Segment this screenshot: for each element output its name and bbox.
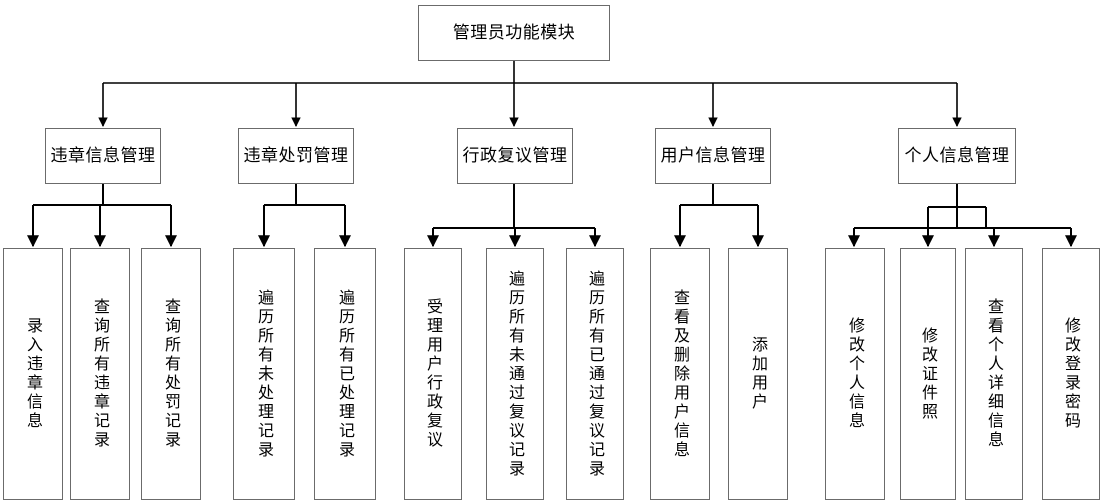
node-level2-user-info[interactable]: 用户信息管理 bbox=[655, 128, 771, 184]
node-leaf[interactable]: 添加用户 bbox=[728, 248, 788, 500]
node-leaf[interactable]: 录入违章信息 bbox=[3, 248, 63, 500]
node-leaf[interactable]: 遍历所有已处理记录 bbox=[314, 248, 376, 500]
node-leaf[interactable]: 遍历所有未通过复议记录 bbox=[486, 248, 544, 500]
node-leaf-label: 修改登录密码 bbox=[1062, 317, 1081, 431]
node-level2-violation-info[interactable]: 违章信息管理 bbox=[45, 128, 161, 184]
node-leaf-label: 修改证件照 bbox=[919, 326, 938, 422]
node-root-label: 管理员功能模块 bbox=[452, 22, 576, 43]
node-leaf-label: 遍历所有已通过复议记录 bbox=[586, 269, 605, 479]
node-level2-label: 违章信息管理 bbox=[50, 145, 156, 166]
node-leaf[interactable]: 修改个人信息 bbox=[825, 248, 885, 500]
node-leaf-label: 遍历所有已处理记录 bbox=[336, 288, 355, 460]
node-level2-label: 行政复议管理 bbox=[462, 145, 568, 166]
node-leaf-label: 受理用户行政复议 bbox=[424, 298, 443, 450]
node-leaf-label: 添加用户 bbox=[749, 336, 768, 412]
node-leaf-label: 查看及删除用户信息 bbox=[671, 288, 690, 460]
node-leaf[interactable]: 修改登录密码 bbox=[1042, 248, 1100, 500]
node-level2-administrative-review[interactable]: 行政复议管理 bbox=[457, 128, 573, 184]
node-leaf[interactable]: 修改证件照 bbox=[900, 248, 956, 500]
node-level2-label: 违章处罚管理 bbox=[243, 145, 349, 166]
node-level2-label: 个人信息管理 bbox=[904, 145, 1010, 166]
node-leaf[interactable]: 遍历所有已通过复议记录 bbox=[566, 248, 624, 500]
node-leaf-label: 遍历所有未处理记录 bbox=[255, 288, 274, 460]
node-leaf[interactable]: 查看及删除用户信息 bbox=[650, 248, 710, 500]
node-leaf[interactable]: 查询所有处罚记录 bbox=[141, 248, 201, 500]
node-leaf-label: 遍历所有未通过复议记录 bbox=[506, 269, 525, 479]
node-level2-personal-info[interactable]: 个人信息管理 bbox=[898, 128, 1016, 184]
node-leaf[interactable]: 查看个人详细信息 bbox=[965, 248, 1023, 500]
node-leaf-label: 查询所有处罚记录 bbox=[162, 298, 181, 450]
node-leaf[interactable]: 查询所有违章记录 bbox=[70, 248, 130, 500]
node-leaf-label: 查看个人详细信息 bbox=[985, 298, 1004, 450]
node-leaf-label: 修改个人信息 bbox=[846, 317, 865, 431]
node-leaf[interactable]: 受理用户行政复议 bbox=[404, 248, 462, 500]
node-leaf[interactable]: 遍历所有未处理记录 bbox=[233, 248, 295, 500]
node-root[interactable]: 管理员功能模块 bbox=[418, 5, 610, 61]
node-level2-label: 用户信息管理 bbox=[660, 145, 766, 166]
node-leaf-label: 录入违章信息 bbox=[24, 317, 43, 431]
node-level2-violation-penalty[interactable]: 违章处罚管理 bbox=[238, 128, 354, 184]
node-leaf-label: 查询所有违章记录 bbox=[91, 298, 110, 450]
